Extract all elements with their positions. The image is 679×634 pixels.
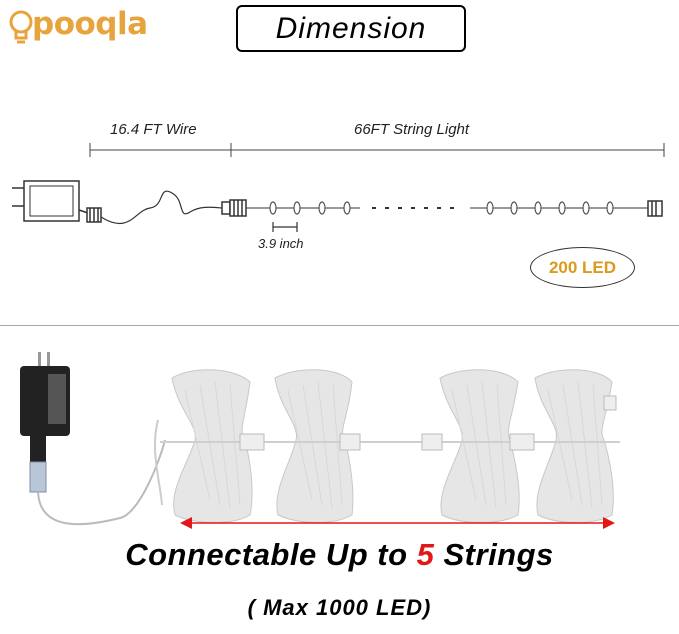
led-bulb-icon [293, 201, 301, 215]
title-box: Dimension [236, 5, 466, 52]
headline-prefix: Connectable Up to [125, 537, 417, 572]
dimension-diagram [12, 143, 665, 232]
page-title: Dimension [275, 11, 427, 45]
wire-length-label: 16.4 FT Wire [110, 121, 197, 138]
led-bulb-icon [510, 201, 518, 215]
led-bulb-icon [343, 201, 351, 215]
led-bulb-icon [318, 201, 326, 215]
power-adapter-icon [12, 180, 102, 223]
led-bulb-icon [486, 201, 494, 215]
connector-icon [221, 199, 247, 217]
led-bulb-icon [269, 201, 277, 215]
red-arrow-icon [180, 517, 615, 529]
led-count-text: 200 LED [548, 257, 617, 277]
max-led-note: ( Max 1000 LED) [247, 595, 432, 620]
led-spacing-label: 3.9 inch [258, 236, 304, 251]
led-bulb-icon [606, 201, 614, 215]
led-bulb-icon [534, 201, 542, 215]
headline-count: 5 [416, 537, 435, 572]
end-cap-icon [647, 200, 663, 217]
brand-logo: pooqla [8, 6, 148, 50]
logo-text: pooqla [32, 6, 148, 42]
led-count-badge: 200 LED [530, 247, 635, 288]
light-bundle-3 [439, 369, 520, 523]
measurement-line [89, 143, 665, 157]
lead-wire [100, 190, 223, 224]
power-adapter-icon [20, 352, 70, 493]
light-bundle-2 [274, 369, 354, 523]
string-length-label: 66FT String Light [354, 121, 470, 138]
product-illustration [20, 352, 620, 529]
light-bundle-4 [534, 369, 614, 523]
headline-suffix: Strings [434, 537, 554, 572]
led-bulb-icon [582, 201, 590, 215]
divider [0, 325, 679, 326]
string-dots [372, 207, 454, 209]
connectable-headline: Connectable Up to 5 Strings [0, 537, 679, 573]
led-bulb-icon [558, 201, 566, 215]
led-bulbs [269, 201, 614, 215]
light-bulb-icon [9, 10, 33, 44]
connector-icon [239, 395, 617, 451]
spacing-marker [272, 222, 298, 232]
